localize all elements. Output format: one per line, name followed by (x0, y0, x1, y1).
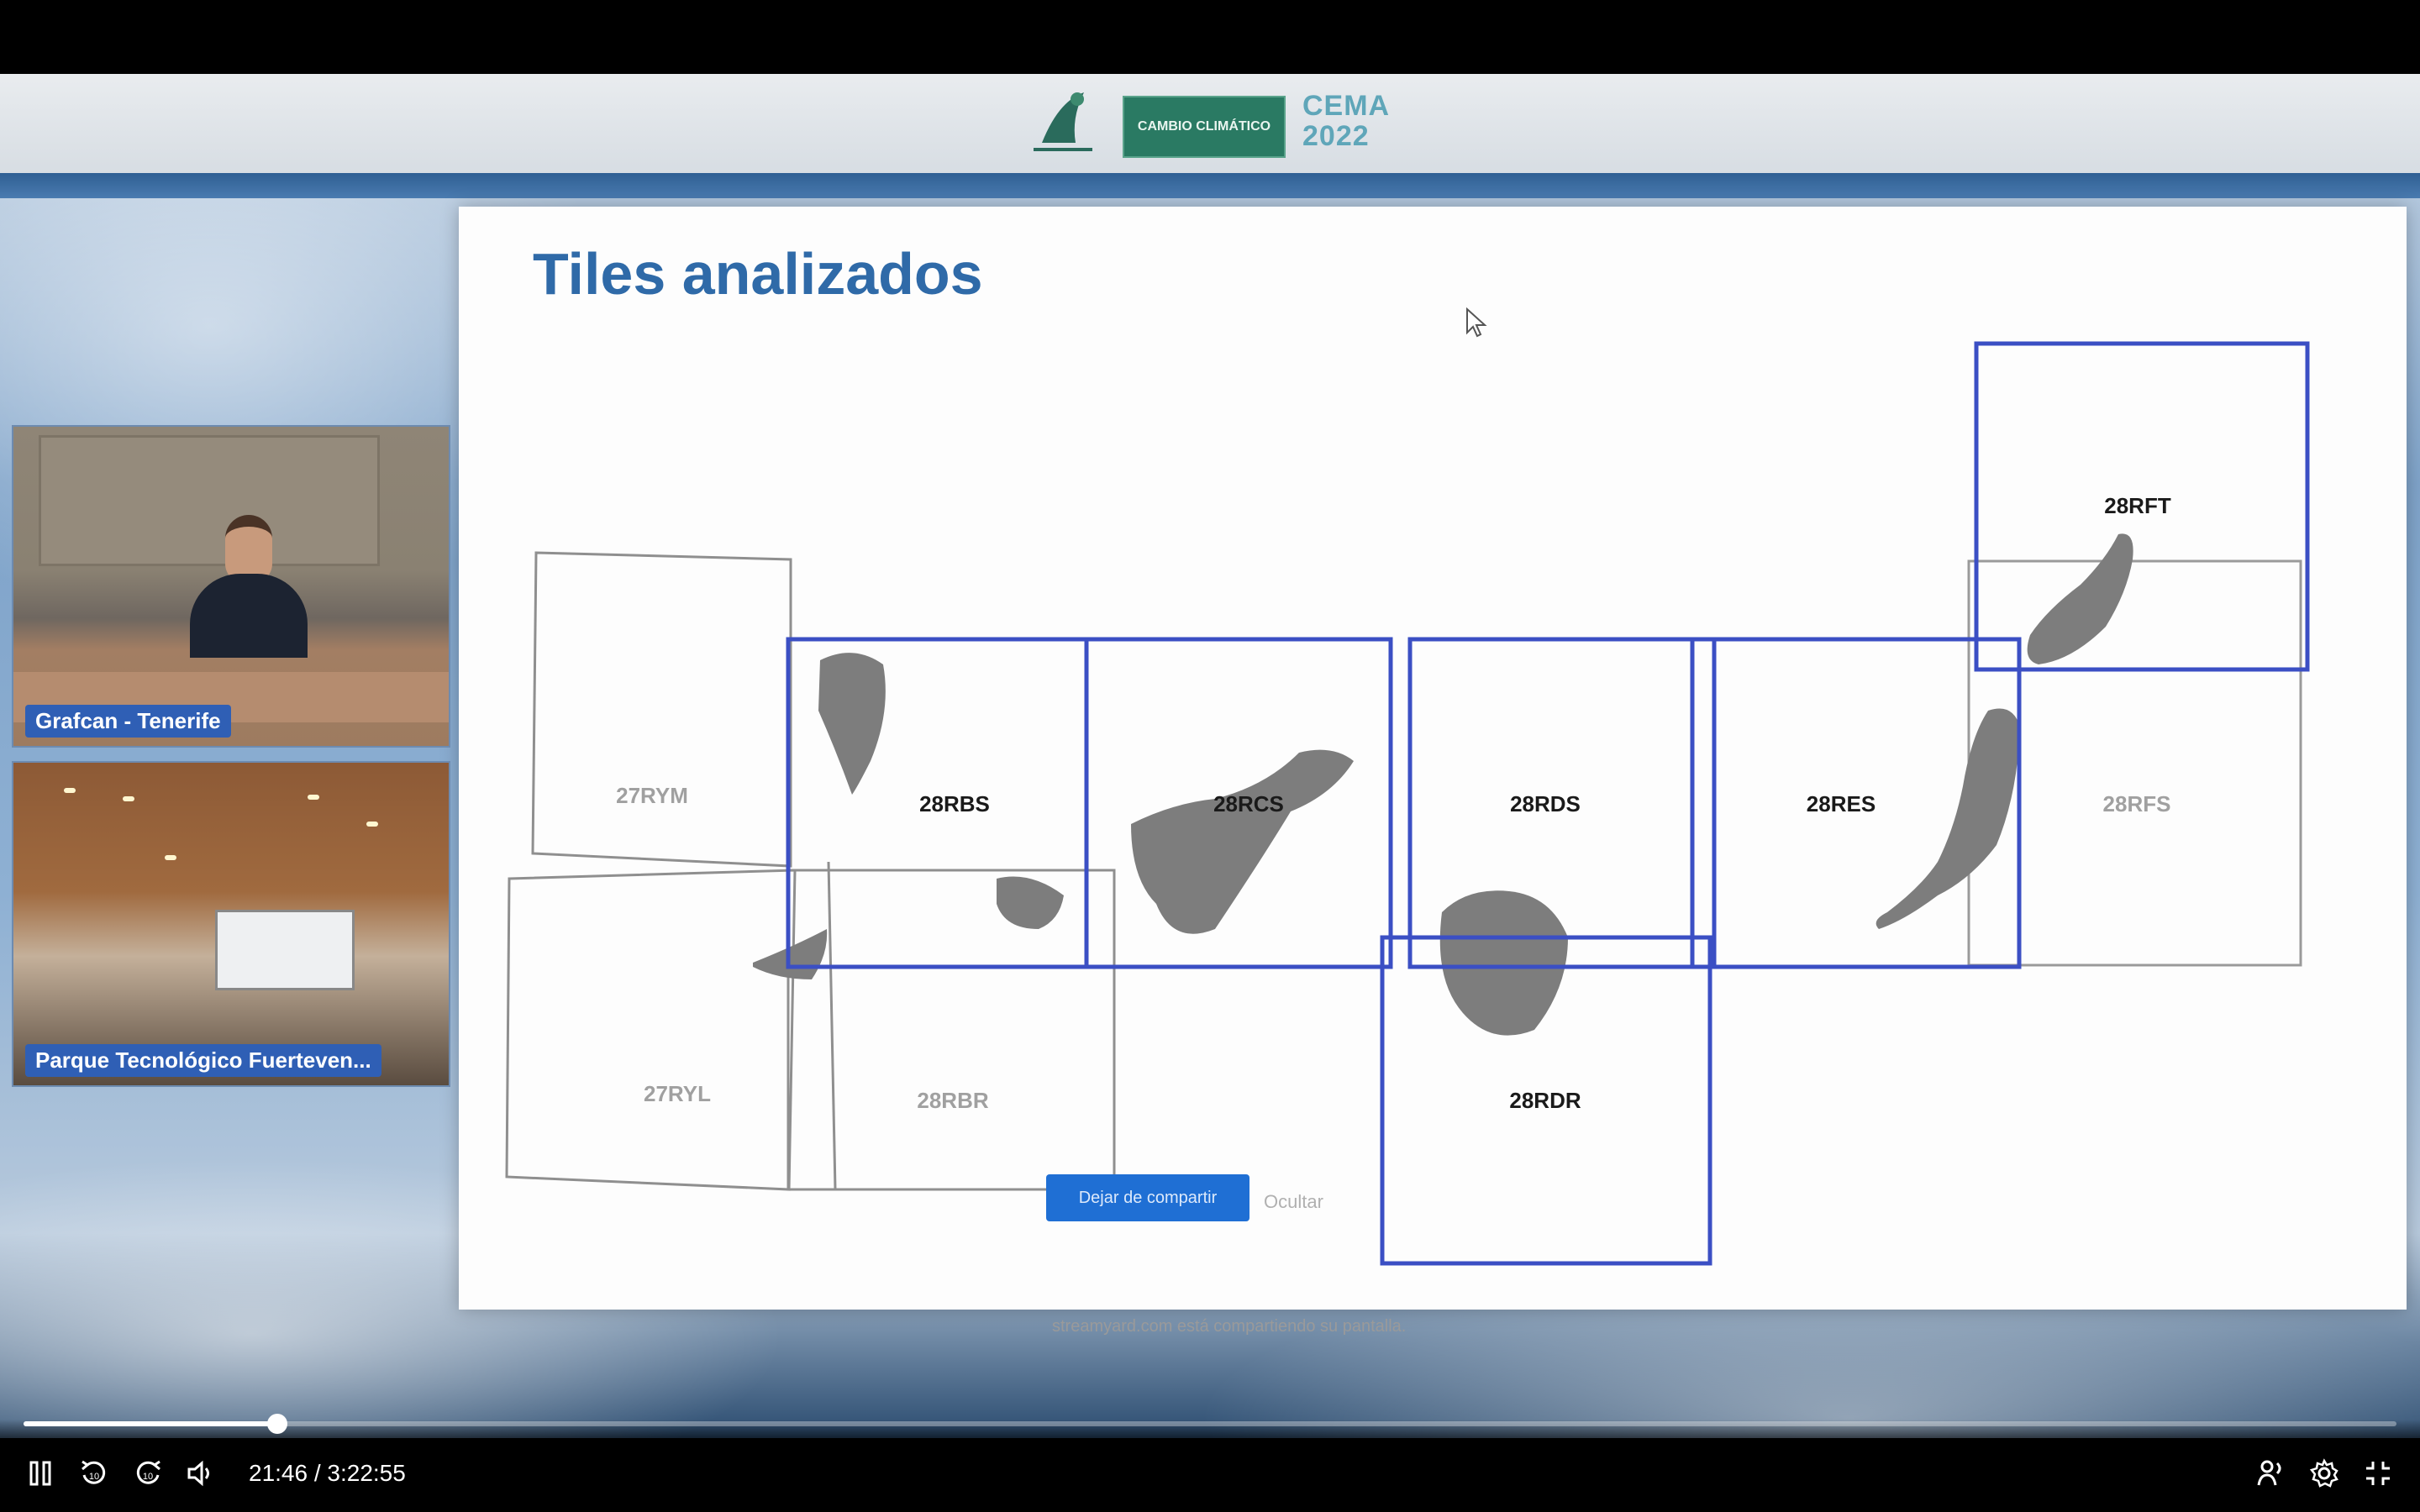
tile-27RYM-outline (531, 551, 792, 868)
ceiling-light (308, 795, 319, 800)
presenter-body (190, 574, 308, 658)
ceiling-light (123, 796, 134, 801)
hide-share-link[interactable]: Ocultar (1264, 1191, 1323, 1212)
tile-label-28RDS: 28RDS (1510, 791, 1581, 816)
tile-seam-line (827, 861, 837, 1190)
tile-28RFT-outline (1974, 341, 2310, 672)
tile-label-28RES: 28RES (1807, 791, 1876, 816)
tile-label-28RFS: 28RFS (2103, 791, 2171, 816)
tile-label-27RYL: 27RYL (644, 1081, 711, 1106)
tile-28RES-outline (1690, 637, 2022, 969)
tile-28RCS-outline (1084, 637, 1393, 969)
settings-icon[interactable] (2304, 1453, 2344, 1494)
event-logo: CEMA 2022 (1302, 91, 1390, 151)
island-la-palma (818, 653, 886, 795)
forward-10-icon[interactable]: 10 (128, 1453, 168, 1494)
participant-label: Grafcan - Tenerife (25, 705, 231, 738)
audio-description-icon[interactable] (2250, 1453, 2291, 1494)
video-frame[interactable]: CAMBIO CLIMÁTICO CEMA 2022 Tiles analiza… (0, 74, 2420, 1438)
player-controls-bar (0, 1420, 2420, 1512)
island-fuerteventura (1876, 708, 2020, 929)
volume-icon[interactable] (182, 1453, 222, 1494)
event-year: 2022 (1302, 120, 1370, 152)
sponsor-logo-text: CAMBIO CLIMÁTICO (1137, 119, 1271, 134)
tile-28RDR-outline (1380, 935, 1712, 1266)
participant-video-fuerteventura[interactable]: Parque Tecnológico Fuerteven... (12, 761, 450, 1087)
island-la-gomera (997, 876, 1064, 929)
wall-board (39, 435, 380, 566)
event-name: CEMA (1302, 90, 1391, 122)
presenter-head (225, 515, 272, 584)
seek-bar-thumb[interactable] (267, 1414, 288, 1434)
stop-sharing-button[interactable]: Dejar de compartir (1046, 1174, 1249, 1221)
seek-bar-played (24, 1421, 278, 1426)
ceiling-light (165, 855, 176, 860)
screen-share-text: streamyard.com está compartiendo su pant… (1052, 1317, 1407, 1336)
ceiling-light (64, 788, 76, 793)
projection-screen (215, 910, 355, 990)
svg-text:10: 10 (143, 1472, 153, 1482)
tile-label-28RBR: 28RBR (917, 1088, 988, 1113)
participant-video-tenerife[interactable]: Grafcan - Tenerife (12, 425, 450, 748)
mouse-cursor-icon (1465, 307, 1487, 342)
tiles-map: 27RYM 28RBS 28RCS 28RDS 28RES 28RFS 28RF… (505, 341, 2310, 1266)
slide-title: Tiles analizados (533, 241, 983, 307)
svg-text:10: 10 (89, 1472, 99, 1482)
tile-label-28RCS: 28RCS (1213, 791, 1284, 816)
island-lanzarote (2027, 533, 2133, 664)
seek-bar[interactable] (24, 1414, 2396, 1434)
tile-label-28RDR: 28RDR (1509, 1088, 1581, 1113)
tile-label-27RYM: 27RYM (616, 783, 688, 808)
organizer-logo-icon (1021, 84, 1105, 156)
banner-stripe (0, 173, 2420, 198)
tile-28RBR-outline (786, 869, 1116, 1191)
tile-label-28RFT: 28RFT (2104, 493, 2171, 518)
time-display: 21:46 / 3:22:55 (249, 1460, 406, 1486)
presenter (190, 515, 308, 658)
tile-28RDS-outline (1407, 637, 1717, 969)
tile-27RYL-outline (505, 869, 797, 1191)
fullscreen-exit-icon[interactable] (2358, 1453, 2398, 1494)
event-banner: CAMBIO CLIMÁTICO CEMA 2022 (0, 74, 2420, 173)
island-tenerife (1131, 749, 1354, 934)
sponsor-logo: CAMBIO CLIMÁTICO (1123, 96, 1286, 158)
tile-label-28RBS: 28RBS (919, 791, 990, 816)
screen-share-notice: streamyard.com está compartiendo su pant… (1052, 1309, 1407, 1342)
participant-label: Parque Tecnológico Fuerteven... (25, 1044, 381, 1077)
rewind-10-icon[interactable]: 10 (74, 1453, 114, 1494)
ceiling-light (366, 822, 378, 827)
island-gran-canaria (1439, 890, 1568, 1036)
pause-icon[interactable] (20, 1453, 60, 1494)
presentation-slide: Tiles analizados 27RYM 28 (459, 207, 2407, 1336)
